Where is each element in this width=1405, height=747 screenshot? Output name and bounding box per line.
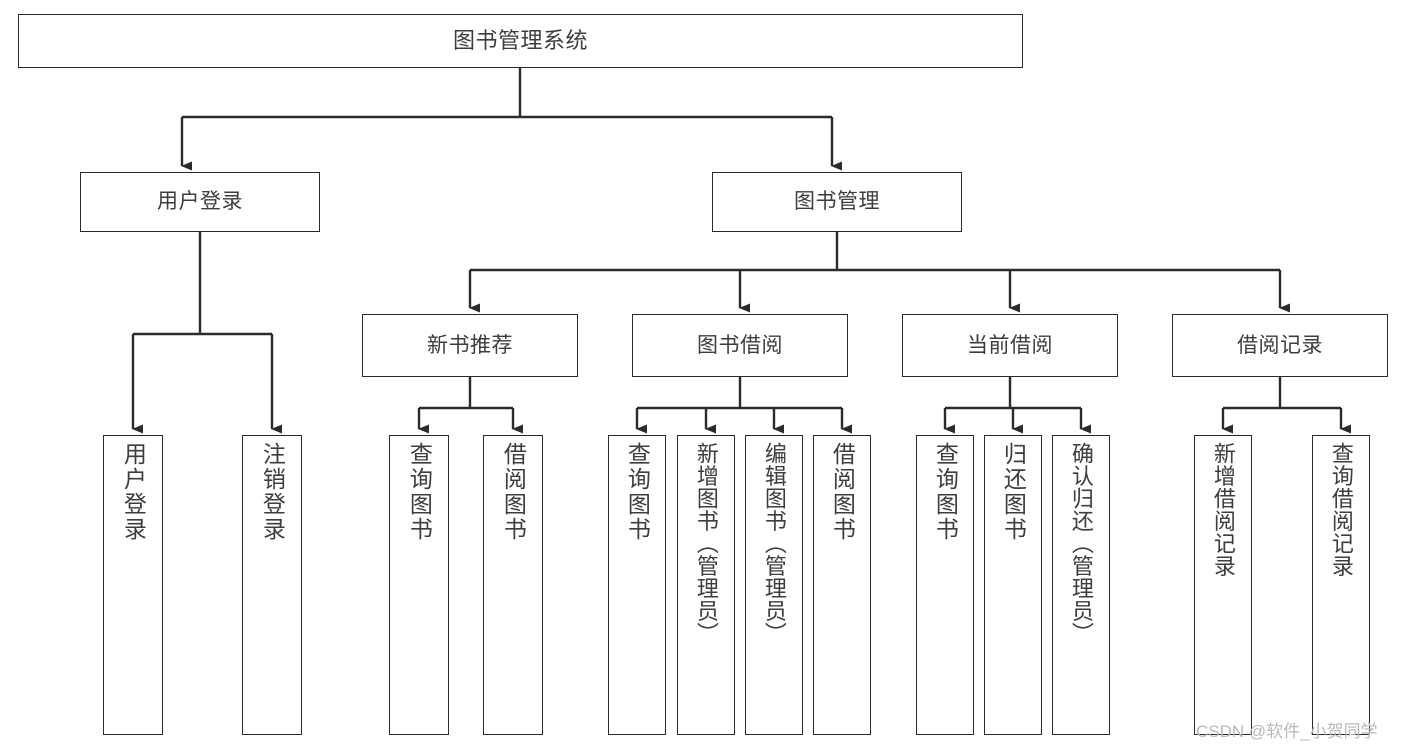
leaf-borrow-book-label: 借阅图书: [829, 442, 856, 542]
leaf-logout-label: 注销登录: [259, 442, 286, 542]
leaf-query-book-new-label: 查询图书: [406, 442, 433, 542]
leaf-user-login-label: 用户登录: [120, 442, 147, 542]
leaf-query-book-new[interactable]: 查询图书: [389, 435, 449, 735]
leaf-return-book-label: 归还图书: [1000, 442, 1027, 542]
leaf-borrow-book-new-label: 借阅图书: [500, 442, 527, 542]
leaf-confirm-return[interactable]: 确认归还（管理员）: [1052, 435, 1110, 735]
leaf-query-book-current[interactable]: 查询图书: [916, 435, 974, 735]
leaf-add-borrow-record[interactable]: 新增借阅记录: [1194, 435, 1252, 735]
node-borrow-record-label: 借阅记录: [1237, 333, 1323, 357]
node-new-book-recommend-label: 新书推荐: [427, 333, 513, 357]
node-book-borrow-label: 图书借阅: [697, 333, 783, 357]
node-new-book-recommend[interactable]: 新书推荐: [362, 314, 578, 377]
leaf-query-borrow-record-label: 查询借阅记录: [1328, 442, 1354, 577]
node-book-manage[interactable]: 图书管理: [712, 172, 962, 232]
leaf-confirm-return-label: 确认归还（管理员）: [1068, 442, 1094, 645]
node-borrow-record[interactable]: 借阅记录: [1172, 314, 1388, 377]
leaf-edit-book-admin-label: 编辑图书（管理员）: [761, 442, 787, 645]
node-user-login-label: 用户登录: [157, 190, 243, 214]
node-current-borrow-label: 当前借阅: [967, 333, 1053, 357]
leaf-query-book-current-label: 查询图书: [932, 442, 959, 542]
node-root-label: 图书管理系统: [452, 27, 588, 53]
node-user-login[interactable]: 用户登录: [80, 172, 320, 232]
leaf-borrow-book-new[interactable]: 借阅图书: [483, 435, 543, 735]
leaf-add-book-admin[interactable]: 新增图书（管理员）: [677, 435, 735, 735]
leaf-borrow-book[interactable]: 借阅图书: [813, 435, 871, 735]
leaf-add-book-admin-label: 新增图书（管理员）: [693, 442, 719, 645]
csdn-watermark: CSDN @软件_小贺同学: [1196, 722, 1378, 741]
node-current-borrow[interactable]: 当前借阅: [902, 314, 1118, 377]
leaf-add-borrow-record-label: 新增借阅记录: [1210, 442, 1236, 577]
leaf-logout[interactable]: 注销登录: [242, 435, 302, 735]
leaf-query-borrow-record[interactable]: 查询借阅记录: [1312, 435, 1370, 735]
leaf-return-book[interactable]: 归还图书: [984, 435, 1042, 735]
node-book-manage-label: 图书管理: [794, 190, 880, 214]
leaf-edit-book-admin[interactable]: 编辑图书（管理员）: [745, 435, 803, 735]
leaf-user-login[interactable]: 用户登录: [103, 435, 163, 735]
leaf-query-book-borrow[interactable]: 查询图书: [608, 435, 666, 735]
leaf-query-book-borrow-label: 查询图书: [624, 442, 651, 542]
node-book-borrow[interactable]: 图书借阅: [632, 314, 848, 377]
node-root[interactable]: 图书管理系统: [18, 14, 1023, 68]
